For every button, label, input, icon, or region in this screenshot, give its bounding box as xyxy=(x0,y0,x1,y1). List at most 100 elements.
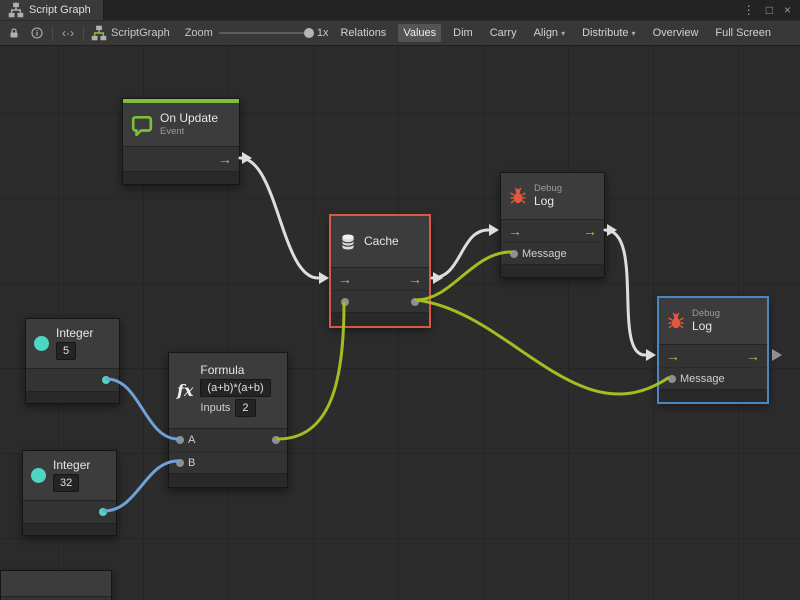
bug-icon xyxy=(668,312,684,329)
maximize-icon[interactable]: □ xyxy=(765,3,773,17)
message-in-port[interactable] xyxy=(668,374,676,383)
chevron-down-icon: ▾ xyxy=(561,28,566,38)
node-subtitle: Event xyxy=(160,126,185,138)
node-title: Integer xyxy=(53,457,91,472)
input-b-port[interactable] xyxy=(176,458,184,467)
value-out-port[interactable] xyxy=(411,297,419,306)
graph-toolbar: ‹·› ScriptGraph Zoom 1x Relations Values… xyxy=(0,20,800,46)
menu-icon[interactable]: ⋮ xyxy=(742,3,755,17)
relations-button[interactable]: Relations xyxy=(340,27,387,39)
flow-in-port[interactable]: → xyxy=(508,223,522,239)
port-label-a: A xyxy=(188,434,196,446)
node-footer xyxy=(659,389,767,402)
flow-out-port[interactable]: → xyxy=(408,271,422,287)
edge-cache-to-debug1-message[interactable] xyxy=(414,250,513,302)
zoom-slider-handle[interactable] xyxy=(303,28,314,38)
breadcrumb-label: ScriptGraph xyxy=(111,27,170,39)
zoom-slider[interactable] xyxy=(218,28,314,38)
graph-canvas[interactable]: On Update Event → Cache → → xyxy=(0,46,800,600)
flow-out-port[interactable]: → xyxy=(218,151,232,167)
node-partial-bottom[interactable] xyxy=(0,570,112,600)
integer-value-field[interactable]: 32 xyxy=(53,473,80,493)
flow-marker-out-cache xyxy=(433,272,443,284)
flow-marker-in-cache xyxy=(319,272,329,284)
breadcrumb[interactable]: ScriptGraph xyxy=(91,25,170,41)
node-title: On Update xyxy=(160,111,219,126)
result-out-port[interactable] xyxy=(272,436,280,444)
inputs-count-field[interactable]: 2 xyxy=(235,399,256,418)
integer-icon xyxy=(31,468,46,483)
dim-button[interactable]: Dim xyxy=(453,27,473,39)
node-footer xyxy=(169,473,287,487)
node-title: Log xyxy=(534,194,555,209)
node-cache[interactable]: Cache → → xyxy=(330,215,430,327)
node-footer xyxy=(123,171,239,184)
zoom-label: Zoom xyxy=(184,27,213,39)
distribute-dropdown[interactable]: Distribute ▾ xyxy=(582,27,636,39)
flow-marker-in-debug2 xyxy=(646,349,656,361)
graph-icon xyxy=(8,2,24,18)
node-category: Debug xyxy=(534,182,562,194)
node-footer xyxy=(501,264,604,277)
node-footer xyxy=(23,523,116,535)
formula-fx-icon: fx xyxy=(177,381,194,400)
flow-in-port[interactable]: → xyxy=(666,348,680,364)
tab-title: Script Graph xyxy=(29,4,91,16)
flow-marker-out-debug2 xyxy=(772,349,782,361)
node-integer-1[interactable]: Integer 5 xyxy=(25,318,120,404)
graph-inspector-icon[interactable]: ‹·› xyxy=(62,26,74,40)
zoom-value: 1x xyxy=(316,27,329,39)
node-title: Log xyxy=(692,319,713,334)
info-icon[interactable] xyxy=(29,25,45,41)
edge-onupdate-to-cache[interactable] xyxy=(238,156,320,280)
node-category: Debug xyxy=(692,307,720,319)
edge-cache-to-debug2-message[interactable] xyxy=(414,298,670,396)
formula-expression-field[interactable]: (a+b)*(a+b) xyxy=(200,378,271,398)
node-debug-log-2[interactable]: Debug Log → → Message xyxy=(658,297,768,403)
window-controls: ⋮ □ × xyxy=(743,4,800,16)
port-label-message: Message xyxy=(680,372,725,385)
lock-icon[interactable] xyxy=(6,25,22,41)
node-title: Integer xyxy=(56,325,94,340)
node-debug-log-1[interactable]: Debug Log → → Message xyxy=(500,172,605,278)
node-on-update[interactable]: On Update Event → xyxy=(122,98,240,185)
script-graph-icon xyxy=(91,25,107,41)
toolbar-separator xyxy=(83,25,84,41)
full-screen-button[interactable]: Full Screen xyxy=(715,27,772,39)
value-in-port[interactable] xyxy=(341,297,349,306)
flow-marker-out-debug1 xyxy=(607,224,617,236)
inputs-label: Inputs xyxy=(200,402,231,415)
node-footer xyxy=(331,312,429,326)
tab-script-graph[interactable]: Script Graph xyxy=(0,0,104,20)
edge-cache-to-debug1[interactable] xyxy=(430,228,490,280)
node-title: Cache xyxy=(364,233,399,248)
value-out-port[interactable] xyxy=(102,376,110,384)
flow-out-port[interactable]: → xyxy=(746,348,760,364)
carry-button[interactable]: Carry xyxy=(489,27,517,39)
event-bubble-icon xyxy=(131,115,153,136)
event-accent-strip xyxy=(123,99,239,103)
input-a-port[interactable] xyxy=(176,436,184,444)
flow-in-port[interactable]: → xyxy=(338,271,352,287)
flow-marker-in-debug1 xyxy=(489,224,499,236)
value-out-port[interactable] xyxy=(99,508,107,516)
flow-out-port[interactable]: → xyxy=(583,223,597,239)
database-icon xyxy=(341,233,355,250)
node-integer-2[interactable]: Integer 32 xyxy=(22,450,117,536)
integer-icon xyxy=(34,336,49,351)
bug-icon xyxy=(510,187,526,204)
port-label-message: Message xyxy=(522,247,567,260)
close-icon[interactable]: × xyxy=(783,3,791,17)
toolbar-separator xyxy=(52,25,53,41)
values-button[interactable]: Values xyxy=(398,24,442,42)
chevron-down-icon: ▾ xyxy=(631,28,636,38)
message-in-port[interactable] xyxy=(510,249,518,258)
node-formula[interactable]: fx Formula (a+b)*(a+b) Inputs 2 A B xyxy=(168,352,288,488)
node-title: Formula xyxy=(200,362,245,377)
overview-button[interactable]: Overview xyxy=(652,27,699,39)
flow-marker-out-onupdate xyxy=(242,152,252,164)
align-dropdown[interactable]: Align ▾ xyxy=(533,27,566,39)
edge-debug1-to-debug2[interactable] xyxy=(603,228,647,357)
node-footer xyxy=(26,391,119,403)
integer-value-field[interactable]: 5 xyxy=(56,341,77,361)
